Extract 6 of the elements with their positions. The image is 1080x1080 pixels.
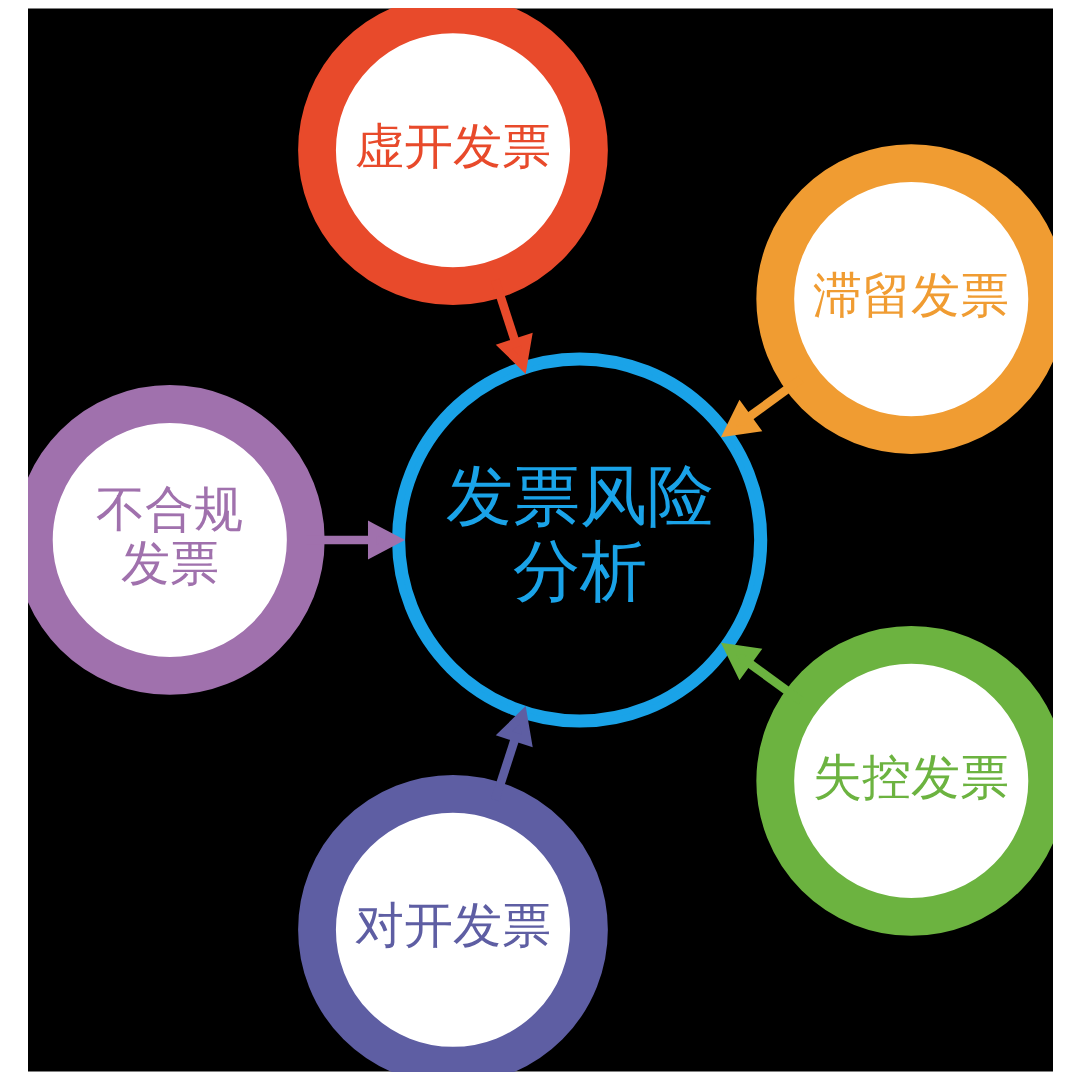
node-circle: 对开发票 <box>297 774 608 1072</box>
node-circle: 失控发票 <box>755 626 1053 936</box>
node-circle: 滞留发票 <box>755 144 1053 454</box>
node-circle: 虚开发票 <box>297 8 608 306</box>
node-circle: 不合规发票 <box>27 385 325 695</box>
node-circle: 发票风险分析 <box>391 352 767 728</box>
